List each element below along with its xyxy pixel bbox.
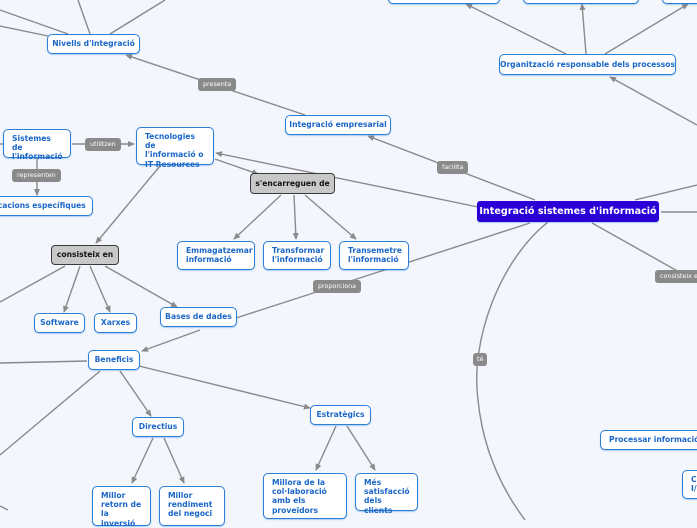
- edge: [235, 222, 531, 319]
- node-sistemes-informacio[interactable]: Sistemes de l'informació: [3, 129, 71, 161]
- node-xarxes[interactable]: Xarxes: [94, 313, 137, 333]
- edge: [0, 370, 101, 456]
- edge-label-proporciona: proporciona: [313, 280, 362, 293]
- edge: [0, 360, 88, 364]
- edge: [233, 194, 282, 240]
- edge-label-facilita: facilita: [437, 161, 469, 174]
- node-processar[interactable]: Processar informació e: [600, 430, 697, 450]
- edge-label-consisteix: consisteix e: [655, 270, 697, 283]
- node-beneficis[interactable]: Beneficis: [88, 350, 140, 370]
- edge: [119, 370, 152, 417]
- edge: [141, 329, 201, 352]
- edge: [77, 0, 91, 35]
- node-bases-dades[interactable]: Bases de dades: [160, 307, 237, 327]
- node-root[interactable]: Integració sistemes d'informació: [477, 201, 659, 222]
- edge-label-utilitzen: utilitzen: [85, 138, 121, 151]
- node-transmetre[interactable]: Transemetre l'informació: [339, 241, 409, 270]
- edge: [292, 194, 299, 240]
- edge: [579, 3, 587, 55]
- edge: [104, 265, 178, 308]
- edge: [138, 365, 311, 410]
- edge: [609, 76, 697, 126]
- edge: [214, 158, 259, 175]
- node-millor-retorn[interactable]: Millor retorn de la inversió: [92, 486, 151, 528]
- edge: [109, 0, 166, 35]
- top-node-1[interactable]: [388, 0, 500, 4]
- edge-label-representen: representen: [12, 169, 61, 182]
- node-millor-rendiment[interactable]: Millor rendiment del negoci: [159, 486, 225, 526]
- node-directius[interactable]: Directius: [132, 417, 184, 437]
- edge: [89, 265, 111, 313]
- node-software[interactable]: Software: [34, 313, 85, 333]
- edge: [634, 184, 697, 201]
- edge-label-presenta: presenta: [198, 78, 237, 91]
- node-organitzacio[interactable]: Organització responsable dels processos: [499, 54, 676, 75]
- node-co[interactable]: Co I/: [682, 470, 697, 499]
- node-integracio-empresarial[interactable]: Integració empresarial: [285, 115, 391, 135]
- top-node-2[interactable]: [523, 0, 639, 4]
- edge: [95, 165, 161, 244]
- edge: [0, 25, 49, 37]
- edge: [63, 265, 81, 313]
- edge: [163, 437, 185, 484]
- node-estrategics[interactable]: Estratègics: [310, 405, 371, 425]
- edge-label-te: té: [473, 353, 488, 366]
- top-node-3[interactable]: [662, 0, 697, 4]
- edge: [315, 425, 337, 471]
- edge: [604, 3, 689, 55]
- edge: [346, 425, 376, 471]
- edge: [0, 265, 66, 303]
- edge: [0, 505, 9, 511]
- edge: [476, 221, 549, 520]
- node-tecnologies[interactable]: Tecnologies de l'informació o IT Resourc…: [136, 127, 214, 169]
- edge: [465, 3, 567, 55]
- edge: [215, 151, 479, 208]
- node-mes-satisfaccio[interactable]: Més satisfacció dels clients: [355, 473, 418, 515]
- edge: [304, 194, 357, 240]
- node-encarreguen[interactable]: s'encarreguen de: [250, 173, 335, 194]
- edge: [0, 9, 69, 35]
- node-millora-collaboracio[interactable]: Millora de la col·laboració amb els prov…: [263, 473, 347, 519]
- node-emmagatzemar[interactable]: Emmagatzemar informació: [177, 241, 255, 270]
- node-nivells-integracio[interactable]: Nivells d'integració: [47, 34, 140, 54]
- node-transformar[interactable]: Transformar l'informació: [263, 241, 331, 270]
- node-aplicacions[interactable]: Aplicacions específiques: [0, 196, 93, 216]
- edge: [131, 437, 154, 484]
- node-consisteix[interactable]: consisteix en: [51, 245, 119, 265]
